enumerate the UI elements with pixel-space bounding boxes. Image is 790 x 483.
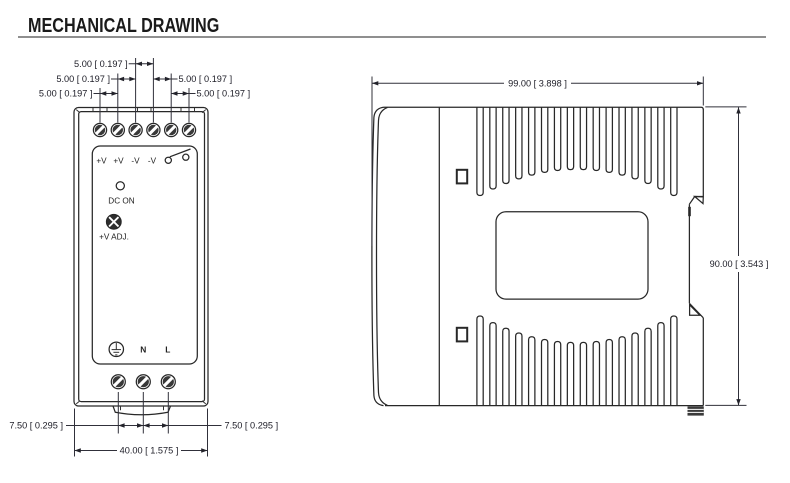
screw-terminal-icon bbox=[163, 122, 179, 138]
screw-terminal-icon bbox=[146, 122, 161, 138]
front-top-dimensions: 5.00 [ 0.197 ] 5.00 [ 0.197 ] 5.00 [ 0.1… bbox=[39, 58, 250, 123]
dim-terminal-pitch: 5.00 [ 0.197 ] bbox=[39, 89, 93, 99]
screw-terminal-icon bbox=[110, 374, 126, 390]
vent-slot bbox=[566, 341, 575, 406]
vent-slot bbox=[515, 107, 523, 180]
title-underline bbox=[18, 35, 766, 39]
terminal-label: +V bbox=[96, 156, 107, 165]
vent-slot bbox=[476, 107, 484, 197]
potentiometer-icon bbox=[105, 213, 122, 230]
dim-terminal-pitch: 5.00 [ 0.197 ] bbox=[179, 74, 233, 84]
vent-slot bbox=[566, 107, 575, 171]
vent-slot bbox=[579, 107, 588, 171]
dim-height: 90.00 [ 3.543 ] bbox=[710, 259, 769, 269]
vent-slot bbox=[553, 107, 562, 172]
vent-slot bbox=[489, 107, 497, 190]
front-bottom-dimensions: 7.50 [ 0.295 ] 7.50 [ 0.295 ] 40.00 [ 1.… bbox=[9, 392, 278, 457]
neutral-label: N bbox=[140, 345, 146, 355]
terminal-label: -V bbox=[131, 156, 140, 165]
adj-label: +V ADJ. bbox=[99, 232, 129, 241]
dc-on-label: DC ON bbox=[108, 196, 134, 205]
dim-terminal-pitch: 5.00 [ 0.197 ] bbox=[197, 89, 251, 99]
vent-slot bbox=[540, 338, 549, 406]
vent-slot bbox=[631, 332, 639, 406]
vent-slot bbox=[657, 107, 665, 190]
vent-slot bbox=[618, 336, 626, 406]
vent-slot bbox=[657, 321, 665, 406]
din-clip-side bbox=[687, 406, 704, 416]
label-recess bbox=[495, 211, 649, 300]
vent-slot bbox=[644, 107, 652, 185]
top-edge-ticks bbox=[92, 108, 195, 112]
vent-slot bbox=[670, 315, 678, 406]
vent-slot bbox=[515, 332, 523, 406]
ground-icon bbox=[108, 341, 125, 358]
voltage-adjust: +V ADJ. bbox=[99, 213, 129, 241]
dim-depth: 99.00 [ 3.898 ] bbox=[508, 78, 567, 88]
vent-slot bbox=[579, 341, 588, 406]
terminal-labels: +V +V -V -V bbox=[96, 156, 156, 165]
vent-slot bbox=[670, 107, 678, 197]
screw-terminal-icon bbox=[181, 122, 197, 138]
vent-slot bbox=[540, 107, 549, 174]
screw-terminal-icon bbox=[128, 122, 143, 138]
mount-hole-top bbox=[455, 168, 469, 185]
vent-slot bbox=[631, 107, 639, 180]
vent-slot bbox=[605, 338, 614, 406]
line-label: L bbox=[165, 345, 170, 355]
dim-ac-pitch: 7.50 [ 0.295 ] bbox=[9, 421, 63, 431]
vent-slot bbox=[527, 336, 536, 406]
front-bezel-inner bbox=[375, 106, 388, 406]
dim-terminal-pitch: 5.00 [ 0.197 ] bbox=[56, 74, 110, 84]
mount-hole-bottom bbox=[455, 326, 469, 343]
corner-chamfers bbox=[75, 109, 207, 405]
front-view: +V +V -V -V DC ON +V bbox=[73, 106, 209, 416]
screw-terminal-icon bbox=[160, 374, 176, 390]
top-vent-slots bbox=[476, 107, 678, 197]
terminal-label: +V bbox=[113, 156, 124, 165]
bottom-vent-slots bbox=[476, 315, 678, 406]
ac-terminal-screws bbox=[110, 374, 176, 390]
dim-ac-pitch: 7.50 [ 0.295 ] bbox=[225, 421, 279, 431]
dc-terminal-screws bbox=[92, 122, 197, 138]
side-dimensions: 99.00 [ 3.898 ] 90.00 [ 3.543 ] bbox=[371, 76, 769, 406]
page-title: MECHANICAL DRAWING bbox=[28, 14, 220, 37]
vent-slot bbox=[502, 107, 510, 185]
vent-slot bbox=[605, 107, 614, 174]
vent-slot bbox=[618, 107, 626, 176]
vent-slot bbox=[553, 340, 562, 406]
front-bezel-outer bbox=[371, 106, 384, 407]
vent-slot bbox=[592, 340, 601, 406]
case-outline bbox=[73, 106, 209, 407]
case-inner-outline bbox=[78, 110, 206, 403]
side-view bbox=[371, 106, 704, 416]
din-rail-profile bbox=[687, 109, 704, 416]
screw-terminal-icon bbox=[92, 122, 108, 138]
din-clip-front bbox=[112, 405, 172, 416]
vent-slot bbox=[644, 327, 652, 406]
screw-terminal-icon bbox=[110, 122, 126, 138]
vent-slot bbox=[476, 315, 484, 406]
vent-slot bbox=[527, 107, 536, 176]
terminal-label: -V bbox=[148, 156, 157, 165]
dim-width: 40.00 [ 1.575 ] bbox=[120, 446, 179, 456]
vent-slot bbox=[502, 327, 510, 406]
dc-on-indicator: DC ON bbox=[108, 181, 135, 205]
dim-terminal-pitch: 5.00 [ 0.197 ] bbox=[74, 59, 128, 69]
vent-slot bbox=[592, 107, 601, 172]
front-panel bbox=[91, 145, 198, 365]
vent-slot bbox=[489, 321, 497, 406]
screw-terminal-icon bbox=[135, 374, 151, 390]
led-indicator-icon bbox=[115, 181, 126, 191]
relay-contact-icon bbox=[164, 148, 191, 165]
